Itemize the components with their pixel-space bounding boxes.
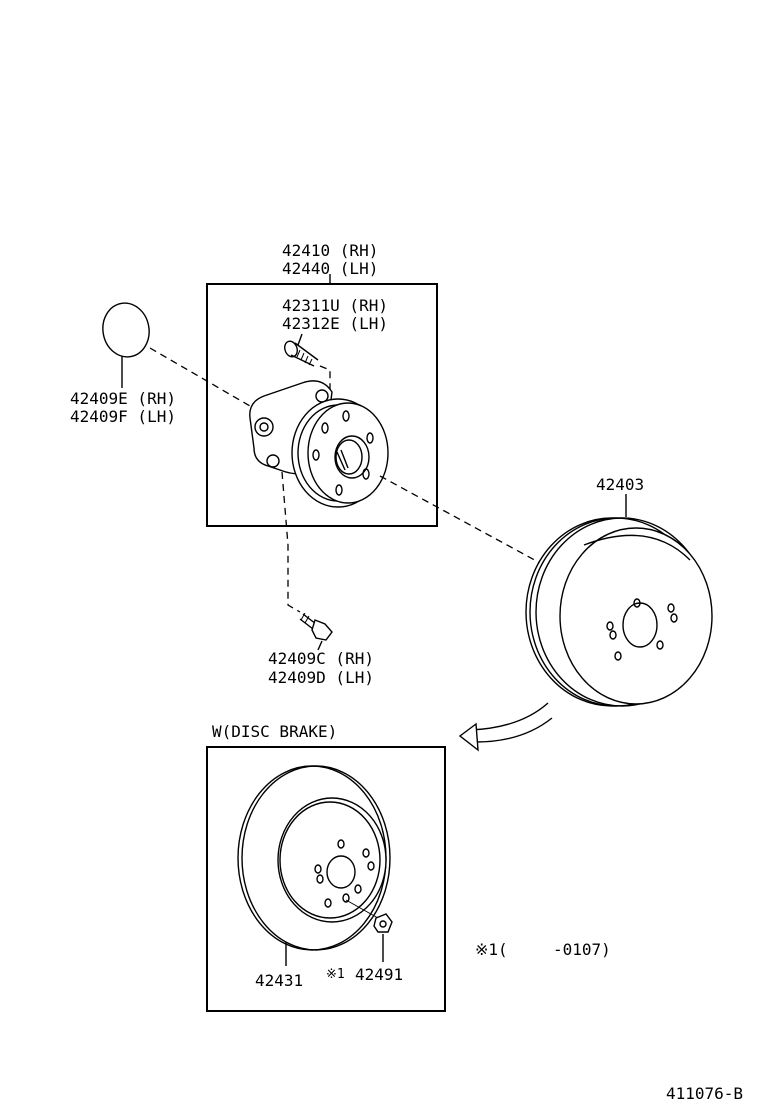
cap-rh-label[interactable]: 42409E (RH) bbox=[70, 389, 176, 408]
nut-mark: ※1 bbox=[326, 967, 345, 982]
drum-label[interactable]: 42403 bbox=[596, 475, 644, 494]
hub-lh-label[interactable]: 42440 (LH) bbox=[282, 259, 378, 278]
mounting-bolt-lh-label[interactable]: 42409D (LH) bbox=[268, 668, 374, 687]
cap-lh-label[interactable]: 42409F (LH) bbox=[70, 407, 176, 426]
hub-rh-label[interactable]: 42410 (RH) bbox=[282, 241, 378, 260]
disc-brake-box bbox=[206, 746, 446, 1012]
hub-bolt-lh-label[interactable]: 42312E (LH) bbox=[282, 314, 388, 333]
footnote-range: -0107) bbox=[553, 940, 611, 959]
nut-label[interactable]: 42491 bbox=[355, 965, 403, 984]
hub-assembly-box bbox=[206, 283, 438, 527]
hub-bolt-rh-label[interactable]: 42311U (RH) bbox=[282, 296, 388, 315]
hub-bolt-drawing bbox=[284, 340, 331, 396]
hub-drawing bbox=[249, 380, 389, 508]
mounting-bolt-rh-label[interactable]: 42409C (RH) bbox=[268, 649, 374, 668]
brake-drum-drawing bbox=[525, 517, 713, 707]
disc-label[interactable]: 42431 bbox=[255, 971, 303, 990]
hub-nut-drawing bbox=[373, 913, 393, 933]
brake-disc-drawing bbox=[237, 765, 391, 951]
figure-id: 411076-B bbox=[666, 1084, 743, 1103]
mounting-bolt-drawing bbox=[299, 612, 333, 641]
footnote-mark: ※1( bbox=[475, 940, 508, 959]
alternative-arrow-icon bbox=[458, 702, 553, 752]
grease-cap-drawing bbox=[102, 302, 150, 388]
disc-brake-section-label: W(DISC BRAKE) bbox=[212, 722, 337, 741]
